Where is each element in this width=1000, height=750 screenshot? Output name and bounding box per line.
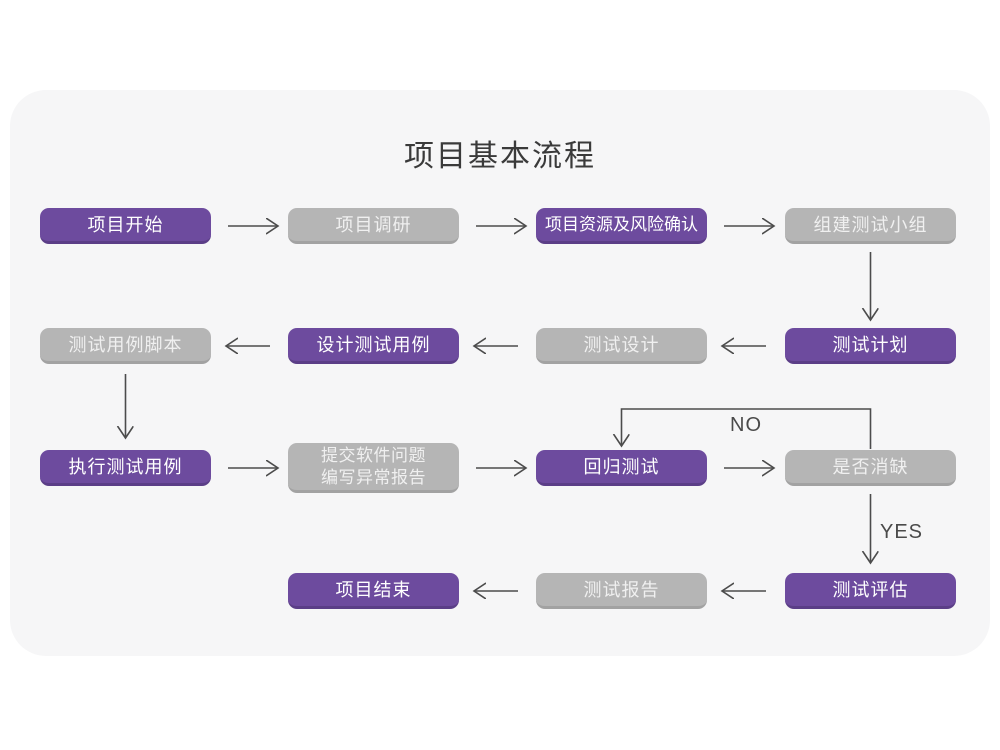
flow-node-project-end: 项目结束 <box>288 573 459 609</box>
edge-label-yes: YES <box>880 521 924 543</box>
flow-node-test-plan: 测试计划 <box>785 328 956 364</box>
flow-node-submit-issues-report: 提交软件问题 编写异常报告 <box>288 443 459 493</box>
flow-node-test-evaluation: 测试评估 <box>785 573 956 609</box>
flow-node-project-research: 项目调研 <box>288 208 459 244</box>
flow-node-test-case-script: 测试用例脚本 <box>40 328 211 364</box>
flow-node-defect-cleared-check: 是否消缺 <box>785 450 956 486</box>
flow-node-project-start: 项目开始 <box>40 208 211 244</box>
flow-node-test-report: 测试报告 <box>536 573 707 609</box>
edge-label-no: NO <box>730 414 762 436</box>
flow-node-design-test-cases: 设计测试用例 <box>288 328 459 364</box>
flow-node-build-test-team: 组建测试小组 <box>785 208 956 244</box>
flow-node-project-resources-risk: 项目资源及风险确认 <box>536 208 707 244</box>
flow-node-regression-test: 回归测试 <box>536 450 707 486</box>
flow-node-execute-test-cases: 执行测试用例 <box>40 450 211 486</box>
flow-node-test-design: 测试设计 <box>536 328 707 364</box>
page-title: 项目基本流程 <box>404 140 596 173</box>
flowchart-card <box>10 90 990 656</box>
